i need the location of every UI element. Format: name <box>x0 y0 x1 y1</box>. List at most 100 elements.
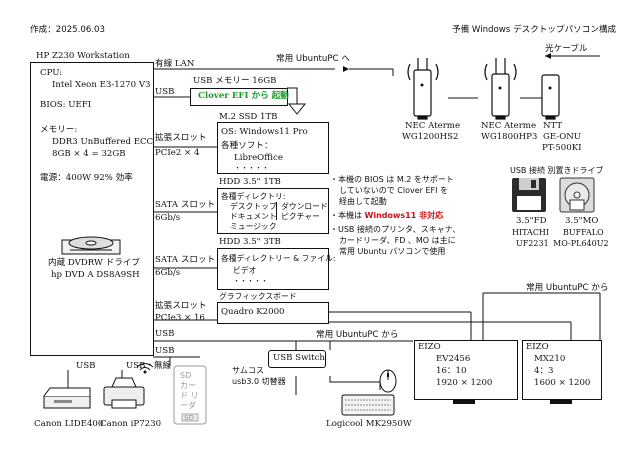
created-date: 作成：2025.06.03 <box>30 25 105 35</box>
note-3: ・USB 接続のプリンタ、スキャナ、 <box>330 225 461 234</box>
gpu-model: Quadro K2000 <box>221 307 285 317</box>
usb-switch-maker: サムコス <box>232 366 264 375</box>
external-drives-title: USB 接続 別置きドライブ <box>510 166 604 175</box>
pc-label: HP Z230 Workstation <box>36 51 130 61</box>
power-spec: 電源：400W 92% 効率 <box>40 173 133 183</box>
router2-name: NEC Aterme <box>481 121 537 131</box>
fd-brand: HITACHI <box>512 228 550 237</box>
port-expansion-2-bus: PCIe3 × 16 <box>155 313 205 323</box>
hdd2-box <box>217 248 329 290</box>
mo-label: 3.5"MO <box>565 216 599 226</box>
ssd-box <box>217 122 329 174</box>
monitor-2-ratio: 4：3 <box>534 366 554 376</box>
memory-label: メモリー: <box>40 125 78 135</box>
gpu-label: グラフィックスボード <box>219 292 297 301</box>
cpu-label: CPU: <box>40 68 63 78</box>
ssd-software: LibreOffice <box>234 153 283 163</box>
hdd2-dir-video: ビデオ <box>233 266 257 275</box>
card-reader-label: SD カード リーダ <box>180 371 199 410</box>
hdd1-box <box>217 188 329 234</box>
port-usb-2: USB <box>155 329 175 339</box>
monitor-ubuntu-label: 常用 UbuntuPC から <box>526 283 609 293</box>
hdd1-dir-music: ミュージック <box>230 222 277 231</box>
port-expansion-1: 拡張スロット <box>155 133 207 143</box>
note-3b: カードリーダ、FD 、MO は主に <box>339 236 456 245</box>
ssd-software-label: 各種ソフト： <box>221 141 273 151</box>
sd-mark: SD <box>184 414 194 422</box>
usb-memory-content: Clover EFI から 起動 <box>198 91 289 101</box>
note-2-prefix: ・本機は <box>330 211 365 220</box>
monitor-2-model: MX210 <box>534 354 566 364</box>
ssd-more: ・・・・・ <box>234 164 269 172</box>
port-expansion-1-bus: PCIe2 × 4 <box>155 148 200 158</box>
note-1: ・本機の BIOS は M.2 をサポート <box>330 175 454 184</box>
hdd1-dir-download: ダウンロード <box>281 202 328 211</box>
lan-to-ubuntu-label: 常用 UbuntuPC へ <box>276 54 350 64</box>
fiber-label: 光ケーブル <box>545 44 588 54</box>
hdd2-more: ・・・・・ <box>233 277 268 285</box>
monitor-2-brand: EIZO <box>526 342 549 352</box>
hdd1-dir-pictures: ピクチャー <box>281 212 320 221</box>
bios-label: BIOS: UEFI <box>40 100 92 110</box>
monitor-2-resolution: 1600 × 1200 <box>534 378 591 388</box>
note-3c: 常用 Ubuntu パソコンで使用 <box>339 247 446 256</box>
keyboard-label: Logicool MK2950W <box>326 419 412 429</box>
port-usb-1: USB <box>155 87 175 97</box>
mo-brand: BUFFALO <box>563 228 604 237</box>
pc-box <box>30 62 154 356</box>
port-usb-3: USB <box>155 346 175 356</box>
monitor-1-resolution: 1920 × 1200 <box>436 378 493 388</box>
port-sata-1-speed: 6Gb/s <box>155 213 181 223</box>
router1-model: WG1200HS2 <box>402 132 459 142</box>
usb-memory-label: USB メモリー 16GB <box>193 76 277 86</box>
port-lan: 有線 LAN <box>155 59 195 69</box>
monitor-2-stand <box>550 399 572 404</box>
hdd2-dirs-label: 各種ディレクトリー & ファイル: <box>221 254 336 263</box>
scanner-port: USB <box>76 361 96 371</box>
hdd1-dir-desktop: デスクトップ <box>230 202 277 211</box>
onu-model: PT-500KI <box>542 143 582 153</box>
note-2-warning: Windows11 非対応 <box>364 211 444 220</box>
ssd-os: OS: Windows11 Pro <box>221 127 308 137</box>
port-sata-2-speed: 6Gb/s <box>155 268 181 278</box>
usb-memory-box <box>190 88 288 106</box>
memory-size: 8GB × 4 = 32GB <box>52 149 126 159</box>
monitor-2 <box>522 340 602 400</box>
note-1c: 経由して起動 <box>339 197 387 206</box>
port-expansion-2: 拡張スロット <box>155 301 207 311</box>
monitor-1-stand <box>453 399 475 404</box>
usb-switch-ubuntu-label: 常用 UbuntuPC から <box>316 330 399 340</box>
divider <box>276 202 277 220</box>
usb-switch-desc: usb3.0 切替器 <box>232 377 286 386</box>
page-title: 予備 Windows デスクトップパソコン構成 <box>452 25 617 35</box>
scanner-label: Canon LIDE400 <box>34 419 104 429</box>
hdd1-dir-documents: ドキュメント <box>230 212 277 221</box>
hdd2-label: HDD 3.5" 3TB <box>219 237 281 247</box>
note-2: ・本機は Windows11 非対応 <box>330 210 443 221</box>
memory-type: DDR3 UnBuffered ECC <box>52 137 154 147</box>
dvd-drive-name: 内蔵 DVDRW ドライブ <box>48 258 140 268</box>
monitor-1-brand: EIZO <box>418 342 441 352</box>
printer-label: Canon iP7230 <box>100 419 162 429</box>
port-sata-1: SATA スロット <box>155 200 216 210</box>
mo-model: MO-PL640U2 <box>553 239 609 248</box>
note-1b: していないので Clover EFI を <box>339 186 449 195</box>
monitor-1-ratio: 16：10 <box>436 366 467 376</box>
router1-name: NEC Aterme <box>405 121 461 131</box>
gpu-box <box>217 302 329 324</box>
onu-brand: NTT <box>543 121 563 131</box>
printer-port: USB・無線 <box>126 361 172 371</box>
port-sata-2: SATA スロット <box>155 255 216 265</box>
onu-name: GE-ONU <box>543 132 582 142</box>
dvd-drive-model: hp DVD A DS8A9SH <box>51 270 140 280</box>
monitor-1-model: EV2456 <box>436 354 471 364</box>
ssd-label: M.2 SSD 1TB <box>219 112 278 122</box>
router2-model: WG1800HP3 <box>481 132 538 142</box>
hdd1-dirs-label: 各種ディレクトリ: <box>221 192 286 201</box>
fd-label: 3.5"FD <box>516 216 547 226</box>
hdd1-label: HDD 3.5" 1TB <box>219 177 281 187</box>
usb-switch-box <box>268 350 326 368</box>
cpu-value: Intel Xeon E3-1270 V3 <box>52 80 151 90</box>
usb-switch-label: USB Switch <box>273 353 325 363</box>
